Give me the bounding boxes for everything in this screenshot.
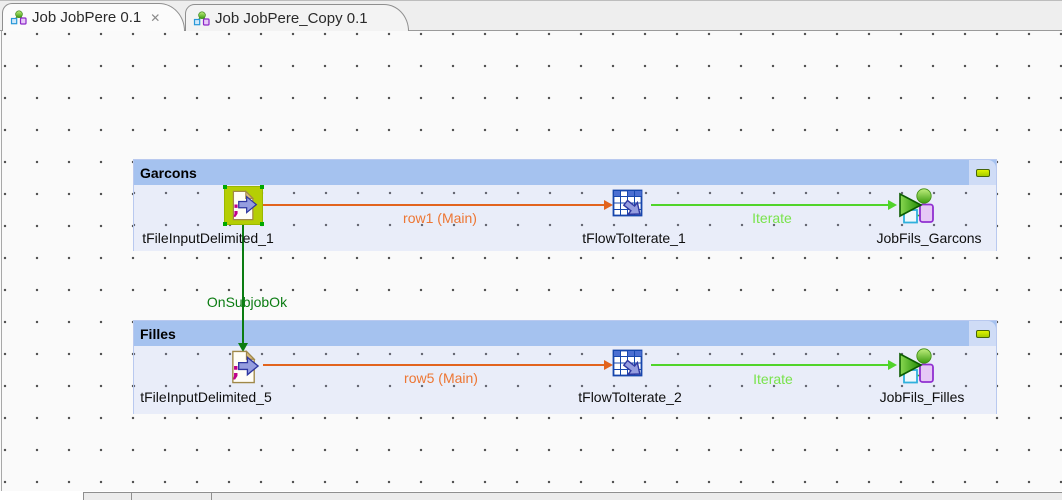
subjob-title: Filles: [140, 325, 176, 342]
component-label[interactable]: JobFils_Garcons: [876, 230, 982, 246]
subjob-corner: [969, 160, 996, 185]
file-input-delimited-icon: ;: [232, 190, 257, 221]
component-label[interactable]: JobFils_Filles: [879, 389, 965, 405]
job-icon: [193, 10, 210, 26]
connection-row1[interactable]: [263, 204, 604, 206]
component-tflowtoiterate-2[interactable]: [612, 349, 652, 388]
bottom-tab[interactable]: [131, 492, 212, 500]
component-tfileinputdelimited-1[interactable]: ;: [223, 185, 264, 226]
subjob-garcons-header[interactable]: Garcons: [134, 160, 996, 185]
tab-job-jobpere-copy[interactable]: Job JobPere_Copy 0.1: [185, 4, 409, 31]
component-label[interactable]: tFlowToIterate_2: [578, 389, 682, 405]
arrowhead-iterate1: [888, 200, 897, 210]
component-label[interactable]: tFileInputDelimited_5: [140, 389, 272, 405]
bottom-tab[interactable]: [83, 492, 132, 500]
close-icon[interactable]: ✕: [150, 10, 161, 25]
minimize-icon[interactable]: [975, 168, 990, 177]
connection-onsubjobok[interactable]: [242, 224, 244, 343]
subjob-filles: Filles: [133, 320, 997, 414]
connection-label-row5[interactable]: row5 (Main): [404, 370, 478, 386]
job-design-canvas[interactable]: [0, 31, 1062, 491]
tab-label: Job JobPere 0.1: [32, 9, 142, 26]
arrowhead-iterate2: [888, 360, 897, 370]
arrowhead-row1: [604, 200, 613, 210]
component-label[interactable]: tFlowToIterate_1: [582, 230, 686, 246]
canvas-border: [1, 31, 2, 491]
component-jobfils-garcons[interactable]: [896, 187, 936, 230]
connection-label-row1[interactable]: row1 (Main): [403, 210, 477, 226]
run-job-icon: [899, 187, 934, 224]
selection-handle[interactable]: [260, 222, 264, 226]
arrowhead-onsubjobok: [238, 343, 248, 352]
selection-handle[interactable]: [223, 222, 227, 226]
subjob-filles-body: [134, 346, 996, 414]
connection-label-onsubjobok[interactable]: OnSubjobOk: [206, 294, 288, 310]
selection-handle[interactable]: [223, 185, 227, 189]
file-input-delimited-icon: ;: [232, 350, 259, 384]
connection-label-iterate2[interactable]: Iterate: [753, 371, 793, 387]
component-jobfils-filles[interactable]: [896, 347, 936, 390]
subjob-garcons-body: [134, 185, 996, 251]
minimize-icon[interactable]: [975, 329, 990, 338]
connection-label-iterate1[interactable]: Iterate: [752, 210, 792, 226]
subjob-garcons: Garcons: [133, 159, 997, 251]
selection-handle[interactable]: [260, 185, 264, 189]
subjob-filles-header[interactable]: Filles: [134, 321, 996, 346]
component-label[interactable]: tFileInputDelimited_1: [142, 230, 274, 246]
flow-to-iterate-icon: [612, 189, 646, 221]
connection-row5[interactable]: [263, 364, 604, 366]
svg-text:;: ;: [232, 199, 239, 219]
svg-text:;: ;: [232, 359, 240, 382]
tab-job-jobpere[interactable]: Job JobPere 0.1 ✕: [2, 3, 185, 31]
connection-iterate2[interactable]: [651, 364, 889, 366]
connection-iterate1[interactable]: [651, 204, 889, 206]
arrowhead-row5: [604, 360, 613, 370]
run-job-icon: [899, 347, 934, 384]
job-icon: [10, 10, 27, 25]
component-tflowtoiterate-1[interactable]: [612, 189, 652, 228]
flow-to-iterate-icon: [612, 349, 646, 381]
subjob-corner: [969, 321, 996, 346]
component-tfileinputdelimited-5[interactable]: ;: [228, 349, 261, 390]
subjob-title: Garcons: [140, 164, 197, 181]
bottom-panel-edge: [0, 491, 1062, 500]
tab-label: Job JobPere_Copy 0.1: [215, 9, 368, 27]
bottom-tab[interactable]: [211, 492, 1062, 500]
editor-tab-bar: Job JobPere 0.1 ✕ Job JobPere_Copy 0.1: [0, 0, 1062, 31]
